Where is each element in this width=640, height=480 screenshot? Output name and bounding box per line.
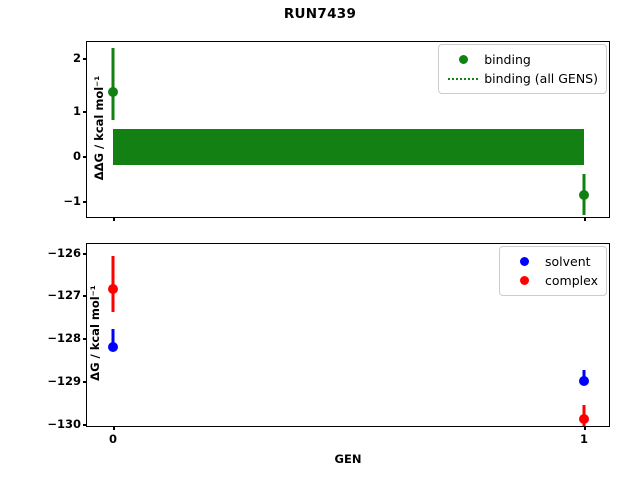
binding-marker-icon — [446, 55, 480, 64]
bottom-plot-area — [87, 244, 609, 426]
legend-label-binding: binding — [484, 52, 531, 67]
top-ytick-neg1 — [83, 201, 87, 203]
bot-ytick-neg130 — [83, 424, 87, 426]
top-ytick-label-2: 2 — [72, 51, 81, 65]
legend-label-complex: complex — [545, 273, 598, 288]
bot-ytick-label-neg126: −126 — [47, 246, 81, 260]
top-xtick-0 — [113, 217, 115, 221]
top-ytick-1 — [83, 111, 87, 113]
solvent-errorbar-gen0 — [111, 329, 115, 345]
binding-point-gen1[interactable] — [579, 190, 589, 200]
legend-label-solvent: solvent — [545, 254, 591, 269]
top-xtick-1 — [584, 217, 586, 221]
solvent-point-gen0[interactable] — [108, 342, 118, 352]
complex-point-gen1[interactable] — [579, 414, 589, 424]
bot-ytick-label-neg127: −127 — [47, 288, 81, 302]
bot-ytick-neg127 — [83, 295, 87, 297]
binding-all-gens-band — [113, 129, 584, 165]
legend-item-binding-all-gens[interactable]: binding (all GENS) — [446, 69, 598, 88]
bottom-panel-axes: −126 −127 −128 −129 −130 0 1 ΔG / kcal m… — [47, 243, 610, 466]
binding-point-gen0[interactable] — [108, 87, 118, 97]
bot-xtick-label-0: 0 — [108, 432, 118, 446]
dotted-line-icon — [446, 77, 480, 80]
top-panel-legend[interactable]: binding binding (all GENS) — [438, 44, 607, 94]
bottom-panel-legend[interactable]: solvent complex — [499, 246, 607, 296]
bot-xtick-1 — [584, 426, 586, 430]
solvent-marker-icon — [507, 257, 541, 266]
top-panel-axes: 2 1 0 −1 ΔΔG / kcal mol⁻¹ — [63, 41, 610, 221]
legend-label-binding-all-gens: binding (all GENS) — [484, 71, 598, 86]
solvent-point-gen1[interactable] — [579, 376, 589, 386]
top-plot-area — [87, 42, 609, 217]
bot-ytick-label-neg128: −128 — [47, 331, 81, 345]
binding-errorbar-gen0 — [111, 48, 115, 120]
bot-ytick-label-neg130: −130 — [47, 417, 81, 431]
complex-marker-icon — [507, 276, 541, 285]
legend-item-solvent[interactable]: solvent — [507, 252, 598, 271]
bot-xtick-0 — [113, 426, 115, 430]
x-axis-label: GEN — [334, 452, 362, 466]
top-ytick-label-0: 0 — [72, 149, 81, 163]
bot-ytick-neg126 — [83, 253, 87, 255]
top-ytick-label-neg1: −1 — [63, 194, 81, 208]
bot-ytick-label-neg129: −129 — [47, 374, 81, 388]
top-ytick-0 — [83, 156, 87, 158]
top-ytick-2 — [83, 58, 87, 60]
bot-ytick-neg128 — [83, 338, 87, 340]
bot-xtick-label-1: 1 — [579, 432, 589, 446]
top-ytick-label-1: 1 — [72, 104, 81, 118]
figure-title: RUN7439 — [283, 6, 357, 22]
complex-point-gen0[interactable] — [108, 284, 118, 294]
legend-item-complex[interactable]: complex — [507, 271, 598, 290]
bot-ytick-neg129 — [83, 381, 87, 383]
legend-item-binding[interactable]: binding — [446, 50, 598, 69]
